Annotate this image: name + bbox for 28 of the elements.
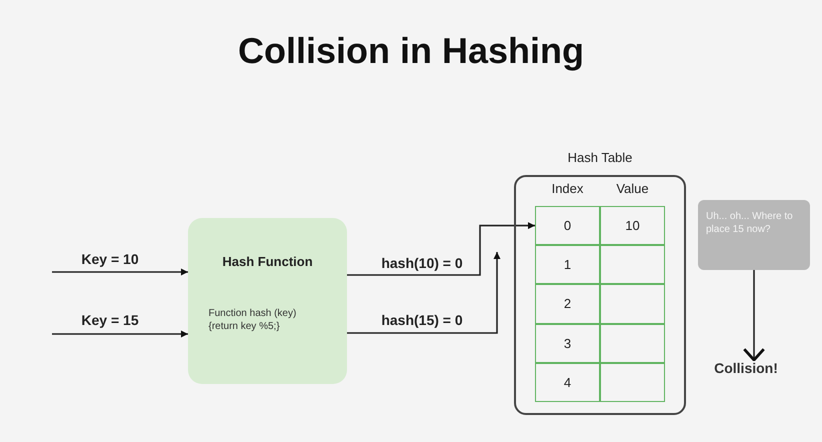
code-text: Function hash (key) {return key %5;} [208,307,298,333]
table-cell: 1 [535,245,600,284]
result-text: Collision! [706,360,786,382]
table-cell: 0 [535,206,600,246]
edge-label: Key = 10 [79,251,141,267]
diagram-title: Collision in Hashing [236,30,585,72]
column-header: Index [550,181,584,196]
table-cell: 3 [535,324,600,363]
arrow [347,222,535,276]
box-title: Hash Function [222,254,313,269]
edge-label: hash(15) = 0 [379,312,465,328]
column-header: Value [615,181,650,196]
arrow [52,330,188,338]
table-cell [600,362,665,402]
edge-label: hash(10) = 0 [379,255,465,271]
table-cell [600,284,665,324]
speech-bubble: Uh... oh... Where to place 15 now? [698,200,810,270]
arrow [347,252,500,334]
table-cell [600,324,665,363]
table-cell: 4 [535,362,600,402]
process-box [188,218,347,384]
arrow [742,270,766,362]
edge-label: Key = 15 [79,312,141,328]
table-cell: 10 [600,206,665,246]
table-title: Hash Table [566,150,634,165]
table-cell [600,245,665,284]
arrow [52,268,188,276]
table-cell: 2 [535,284,600,324]
